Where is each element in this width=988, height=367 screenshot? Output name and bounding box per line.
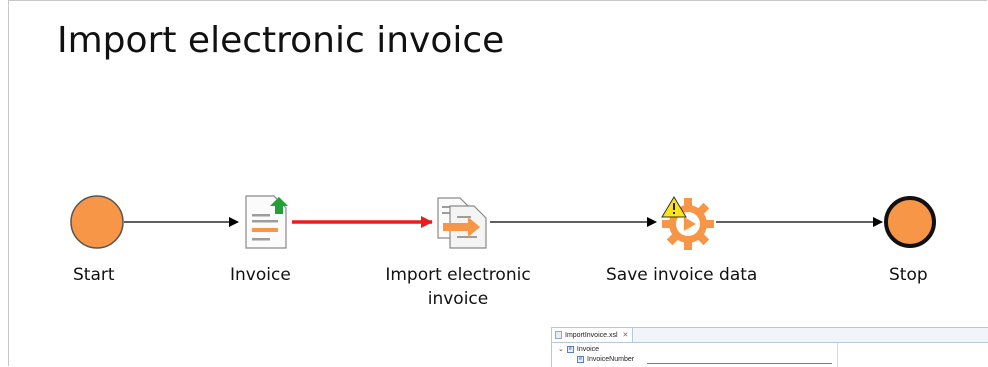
chevron-down-icon[interactable]: ⌄ <box>558 346 564 353</box>
editor-tab-bar: ImportInvoice.xsl ✕ <box>552 328 988 343</box>
node-label-save: Save invoice data <box>606 265 758 285</box>
tree-item-invoicenumber[interactable]: e InvoiceNumber <box>577 356 634 363</box>
node-label-import: Import electronic invoice <box>385 265 531 309</box>
mapping-line <box>647 363 832 364</box>
element-icon: e <box>566 345 574 353</box>
element-icon: e <box>577 356 584 363</box>
node-label-start: Start <box>73 265 115 285</box>
process-canvas <box>8 0 987 366</box>
tree-item-label: InvoiceNumber <box>587 356 635 363</box>
diagram-title: Import electronic invoice <box>57 20 505 61</box>
import-task-icon[interactable] <box>437 197 487 249</box>
panel-divider <box>837 343 838 367</box>
close-icon[interactable]: ✕ <box>622 332 629 339</box>
tree-item-label: Invoice <box>576 345 600 353</box>
node-label-stop: Stop <box>889 265 928 285</box>
editor-tab[interactable]: ImportInvoice.xsl ✕ <box>552 328 634 342</box>
node-label-invoice: Invoice <box>230 265 291 285</box>
end-event-node[interactable] <box>884 196 936 248</box>
tree-item-invoice[interactable]: ⌄ e Invoice <box>558 345 599 353</box>
start-event-node[interactable] <box>70 195 124 249</box>
xsl-editor-panel: ImportInvoice.xsl ✕ ⌄ e Invoice e Invoic… <box>551 327 988 367</box>
editor-tab-label: ImportInvoice.xsl <box>565 331 618 339</box>
invoice-document-icon[interactable] <box>245 195 288 249</box>
service-task-gear-icon[interactable] <box>661 196 714 250</box>
xsl-file-icon <box>555 331 562 339</box>
